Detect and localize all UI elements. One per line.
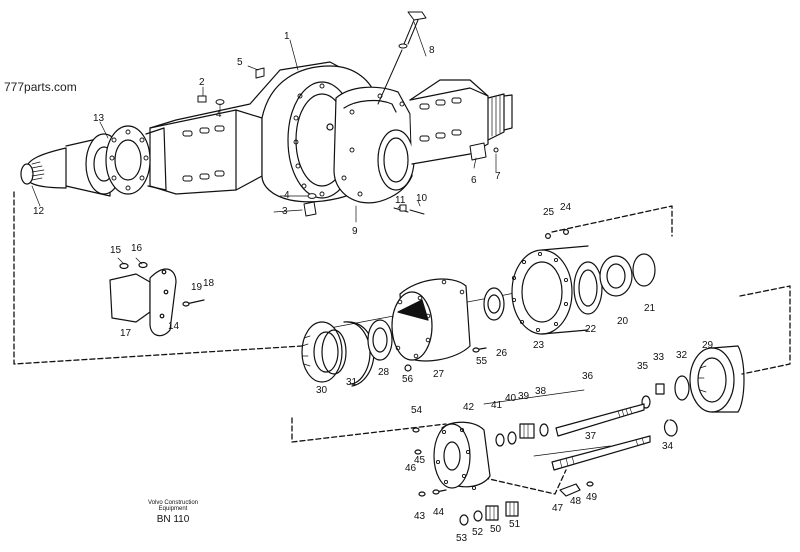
- callout-12: 12: [33, 206, 45, 217]
- callout-17: 17: [120, 328, 132, 339]
- callout-20: 20: [617, 316, 629, 327]
- callout-32: 32: [676, 350, 688, 361]
- axle-housing: [149, 61, 513, 204]
- callout-1: 1: [284, 31, 290, 42]
- callout-2: 2: [199, 77, 205, 88]
- planet-carrier-assembly: [412, 345, 745, 526]
- callout-23: 23: [533, 340, 545, 351]
- callout-18: 18: [203, 278, 215, 289]
- hub-assembly: [301, 229, 656, 387]
- housing-small-parts: [197, 11, 499, 217]
- callout-19: 19: [191, 282, 203, 293]
- caption-block: Volvo Construction Equipment BN 110: [145, 500, 201, 525]
- callout-39: 39: [518, 391, 530, 402]
- callout-37: 37: [585, 431, 597, 442]
- callout-22: 22: [585, 324, 597, 335]
- watermark: 777parts.com: [4, 80, 77, 94]
- callout-10: 10: [416, 193, 428, 204]
- callout-4: 4: [284, 190, 290, 201]
- callout-15: 15: [110, 245, 122, 256]
- callout-53: 53: [456, 533, 468, 544]
- callout-56: 56: [402, 374, 414, 385]
- callout-26: 26: [496, 348, 508, 359]
- callout-44: 44: [433, 507, 445, 518]
- callout-35: 35: [637, 361, 649, 372]
- callout-51: 51: [509, 519, 521, 530]
- callout-24: 24: [560, 202, 572, 213]
- callout-leaders: [31, 21, 497, 265]
- caption-code: BN 110: [156, 513, 190, 525]
- bracket-assembly: [109, 261, 205, 337]
- callout-50: 50: [490, 524, 502, 535]
- callout-16: 16: [131, 243, 143, 254]
- callout-47: 47: [552, 503, 564, 514]
- callout-54: 54: [411, 405, 423, 416]
- callout-14: 14: [168, 321, 180, 332]
- callout-52: 52: [472, 527, 484, 538]
- callout-25: 25: [543, 207, 555, 218]
- callout-4: 4: [216, 109, 222, 120]
- callout-33: 33: [653, 352, 665, 363]
- callout-30: 30: [316, 385, 328, 396]
- callout-48: 48: [570, 496, 582, 507]
- callout-45: 45: [414, 455, 426, 466]
- callout-28: 28: [378, 367, 390, 378]
- caption-line-2: Equipment: [158, 506, 188, 513]
- callout-21: 21: [644, 303, 656, 314]
- callout-41: 41: [491, 400, 503, 411]
- callout-27: 27: [433, 369, 445, 380]
- assembly-lines: [13, 191, 791, 495]
- callout-55: 55: [476, 356, 488, 367]
- callout-29: 29: [702, 340, 714, 351]
- left-spindle: [20, 125, 167, 197]
- callout-3: 3: [282, 206, 288, 217]
- callout-13: 13: [93, 113, 105, 124]
- callout-31: 31: [346, 377, 358, 388]
- callout-34: 34: [662, 441, 674, 452]
- callout-8: 8: [429, 45, 435, 56]
- callout-36: 36: [582, 371, 594, 382]
- caption-line-1: Volvo Construction: [147, 500, 199, 506]
- callout-5: 5: [237, 57, 243, 68]
- callout-38: 38: [535, 386, 547, 397]
- callout-46: 46: [405, 463, 417, 474]
- callout-11: 11: [395, 195, 406, 206]
- callout-7: 7: [495, 171, 501, 182]
- callout-9: 9: [352, 226, 358, 237]
- callout-40: 40: [505, 393, 517, 404]
- callout-49: 49: [586, 492, 598, 503]
- callout-42: 42: [463, 402, 475, 413]
- callout-43: 43: [414, 511, 426, 522]
- callout-6: 6: [471, 175, 477, 186]
